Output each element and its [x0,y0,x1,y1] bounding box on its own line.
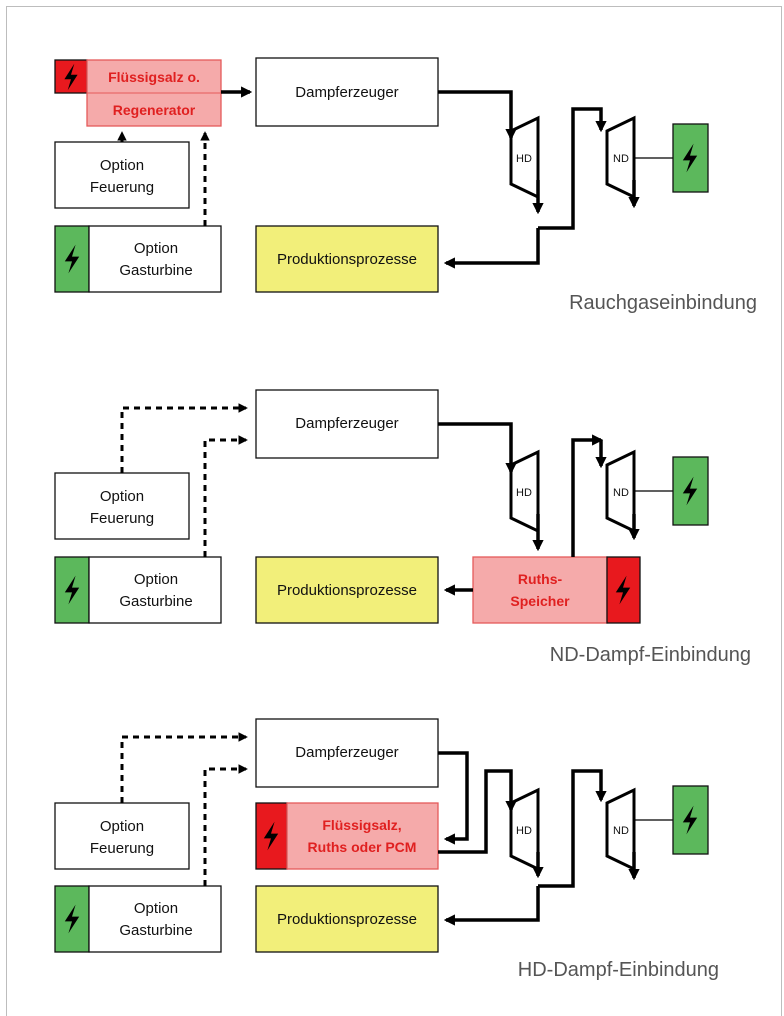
production-label: Produktionsprozesse [277,582,417,599]
steam-generator-box [255,57,439,127]
flow-to-production [443,886,540,926]
flow-to-lp [538,107,607,230]
firing-label-line1: Option [100,488,144,505]
gasturbine-option-box [88,225,222,293]
firing-label-line1: Option [100,818,144,835]
hp-turbine-label: HD [516,487,532,499]
firing-option-box [54,802,190,870]
lp-turbine-label: ND [613,487,629,499]
dash-firing-to-generator [120,403,248,473]
flow-generator-to-storage [438,751,469,845]
panel-caption: HD-Dampf-Einbindung [518,959,719,981]
firing-label-line2: Feuerung [90,179,154,196]
production-label: Produktionsprozesse [277,911,417,928]
gasturbine-label-line2: Gasturbine [119,262,192,279]
production-box [255,225,439,293]
panel-rauchgaseinbindung: Flüssigsalz o. Regenerator Dampferzeuger… [54,57,757,314]
panel-hd-dampf-einbindung: Dampferzeuger Flüssigsalz, Ruths oder PC… [54,718,719,981]
firing-label-line1: Option [100,157,144,174]
production-box [255,885,439,953]
firing-option-box [54,141,190,209]
gasturbine-label-line2: Gasturbine [119,922,192,939]
gasturbine-label-line1: Option [134,900,178,917]
figure-frame [6,6,782,1016]
dash-gasturbine-to-generator [203,764,248,886]
dash-gasturbine-to-generator [203,435,248,557]
firing-label-line2: Feuerung [90,510,154,527]
storage-label-line1: Ruths- [518,571,563,587]
firing-option-box [54,472,190,540]
dash-firing-to-generator [120,732,248,803]
storage-label-line2: Ruths oder PCM [308,839,417,855]
steam-generator-label: Dampferzeuger [295,744,398,761]
lp-turbine-label: ND [613,153,629,165]
hp-turbine-label: HD [516,153,532,165]
storage-label-line2: Regenerator [113,102,196,118]
storage-label-line1: Flüssigsalz o. [108,69,200,85]
panel-caption: Rauchgaseinbindung [569,292,757,314]
gasturbine-label-line2: Gasturbine [119,593,192,610]
steam-generator-label: Dampferzeuger [295,84,398,101]
gasturbine-option-box [88,556,222,624]
production-box [255,556,439,624]
panel-nd-dampf-einbindung: Dampferzeuger Option Feuerung Option Gas… [54,389,751,666]
panel-caption: ND-Dampf-Einbindung [550,644,751,666]
steam-generator-label: Dampferzeuger [295,415,398,432]
flow-to-production [443,228,540,269]
flow-storage-to-hp [438,769,517,854]
storage-box [472,556,608,624]
flow-generator-to-hp [438,422,517,475]
gasturbine-label-line1: Option [134,571,178,588]
storage-label-line1: Flüssigsalz, [322,817,401,833]
storage-box [286,802,439,870]
hp-turbine-label: HD [516,825,532,837]
lp-turbine-label: ND [613,825,629,837]
gasturbine-option-box [88,885,222,953]
storage-label-line2: Speicher [510,593,570,609]
flow-to-lp [538,769,607,888]
production-label: Produktionsprozesse [277,251,417,268]
flow-generator-to-hp [438,90,517,141]
flow-storage-to-lp [571,434,604,557]
gasturbine-label-line1: Option [134,240,178,257]
steam-generator-box [255,389,439,459]
firing-label-line2: Feuerung [90,840,154,857]
